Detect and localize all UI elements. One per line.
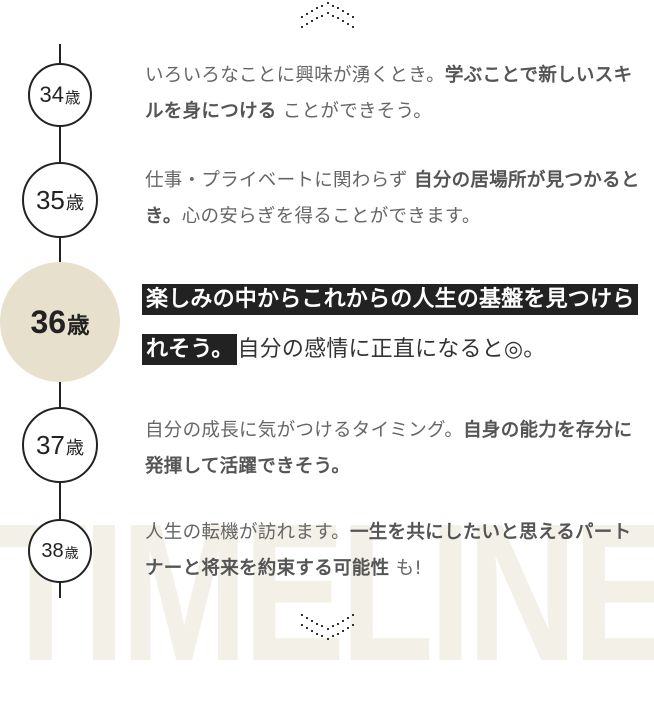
dotted-chevron-down-icon[interactable] [301, 614, 355, 640]
age-number: 36 [30, 303, 67, 340]
entry-description: 仕事・プライベートに関わらず 自分の居場所が見つかるとき。心の安らぎを得ることが… [145, 170, 640, 227]
emphasis-text: 一生を共にしたいと思えるパートナーと将来を約束する可能性 [145, 522, 632, 579]
age-number: 38 [41, 539, 64, 562]
age-unit: 歳 [67, 313, 90, 339]
emphasis-text: 自身の能力を存分に発揮して活躍できそう。 [145, 420, 633, 477]
age-number: 34 [39, 82, 65, 107]
age-number: 35 [35, 184, 65, 215]
entry-description: 楽しみの中からこれからの人生の基盤を見つけられそう。自分の感情に正直になると◎。 [142, 275, 654, 375]
entry-description: 自分の成長に気がつけるタイミング。自身の能力を存分に発揮して活躍できそう。 [145, 420, 633, 477]
entry-description: いろいろなことに興味が湧くとき。学ぶことで新しいスキルを身につける ことができそ… [145, 65, 633, 122]
emphasis-text: 自分の居場所が見つかるとき。 [145, 170, 640, 227]
age-unit: 歳 [65, 193, 85, 214]
age-unit: 歳 [65, 438, 85, 459]
entry-description: 人生の転機が訪れます。一生を共にしたいと思えるパートナーと将来を約束する可能性 … [145, 522, 632, 579]
age-number: 37 [35, 429, 65, 460]
age-unit: 歳 [64, 546, 79, 562]
dotted-chevron-up-icon[interactable] [301, 2, 355, 28]
age-unit: 歳 [65, 89, 81, 107]
emphasis-text: 学ぶことで新しいスキルを身につける [145, 65, 633, 122]
